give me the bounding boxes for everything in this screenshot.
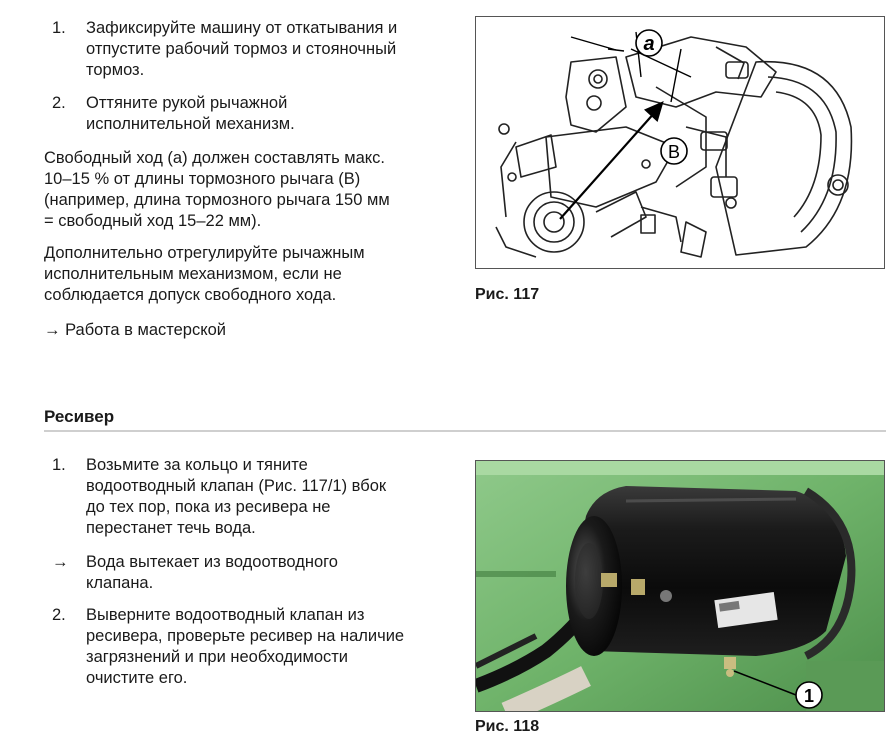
workshop-link[interactable]: Работа в мастерской: [65, 321, 227, 339]
label-b: B: [668, 142, 680, 162]
adjust-paragraph: Дополнительно отрегулируйте рычажным исп…: [44, 244, 365, 304]
step-text: Возьмите за кольцо и тяните водоотводный…: [86, 456, 387, 537]
arrow-icon: →: [44, 321, 61, 339]
label-a: a: [643, 33, 654, 55]
step-number: 2.: [52, 94, 66, 112]
section-title: Ресивер: [44, 407, 115, 426]
step-number: 2.: [52, 606, 66, 624]
step-text: Выверните водоотводный клапан из ресивер…: [86, 606, 405, 687]
brake-lever-drawing: a B: [495, 29, 853, 258]
figure-118-air-receiver-photo: 1: [475, 460, 885, 712]
figure-117-brake-lever: a B: [475, 16, 885, 269]
step-text: Зафиксируйте машину от откатывания и отп…: [86, 19, 398, 79]
figure-117-caption: Рис. 117: [475, 286, 540, 303]
arrow-icon: →: [52, 553, 69, 571]
air-receiver-photo: 1: [476, 461, 884, 711]
workshop-reference[interactable]: → Работа в мастерской: [44, 320, 464, 341]
label-1: 1: [804, 686, 814, 706]
section-divider: [44, 430, 886, 432]
free-travel-paragraph: Свободный ход (a) должен составлять макс…: [44, 149, 390, 230]
step-number: 1.: [52, 19, 66, 37]
step-number: 1.: [52, 456, 66, 474]
figure-118-caption: Рис. 118: [475, 718, 540, 735]
step-text: Оттяните рукой рычажной исполнительной м…: [86, 94, 295, 133]
result-text: Вода вытекает из водоотводного клапана.: [86, 553, 338, 592]
